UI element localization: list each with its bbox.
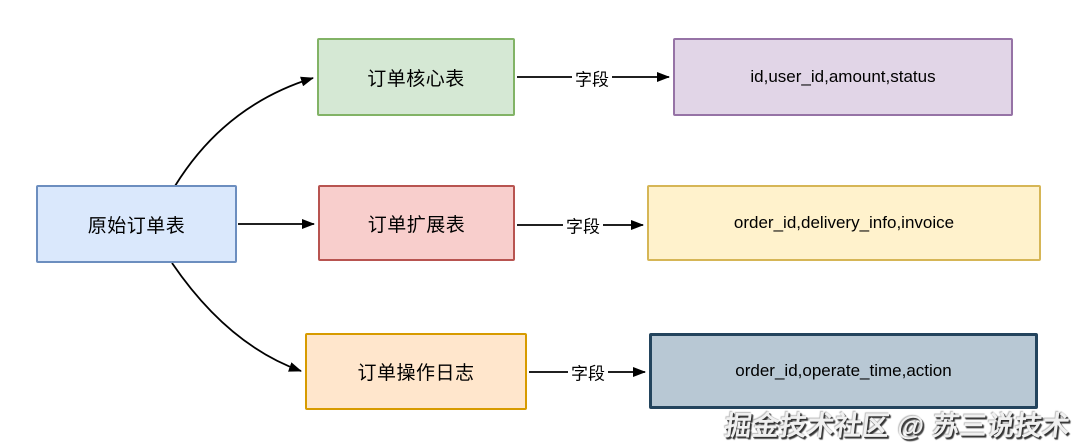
node-order-operation-log-label: 订单操作日志	[357, 363, 475, 384]
node-order-operation-log: 订单操作日志	[305, 333, 527, 410]
node-original-order-table: 原始订单表	[36, 185, 237, 263]
arrow-source-to-core-table	[174, 76, 314, 187]
node-order-core-table: 订单核心表	[317, 38, 515, 116]
node-extension-table-fields-label: order_id,delivery_info,invoice	[733, 213, 955, 232]
node-operation-log-fields: order_id,operate_time,action	[649, 333, 1038, 409]
node-core-table-fields-label: id,user_id,amount,status	[750, 67, 936, 86]
node-operation-log-fields-label: order_id,operate_time,action	[735, 361, 952, 380]
edge-label-fields-row3: 字段	[568, 359, 608, 385]
node-core-table-fields: id,user_id,amount,status	[673, 38, 1013, 116]
node-order-extension-table: 订单扩展表	[318, 185, 515, 261]
node-order-core-table-label: 订单核心表	[367, 68, 465, 90]
node-extension-table-fields: order_id,delivery_info,invoice	[647, 185, 1041, 261]
edge-label-fields-row2: 字段	[563, 212, 603, 238]
watermark-text: 掘金技术社区 @ 苏三说技术	[722, 411, 1072, 441]
node-original-order-table-label: 原始订单表	[87, 215, 186, 237]
node-order-extension-table-label: 订单扩展表	[367, 214, 466, 236]
arrow-source-to-operation-log	[171, 262, 302, 372]
edge-label-fields-row1: 字段	[572, 65, 612, 91]
